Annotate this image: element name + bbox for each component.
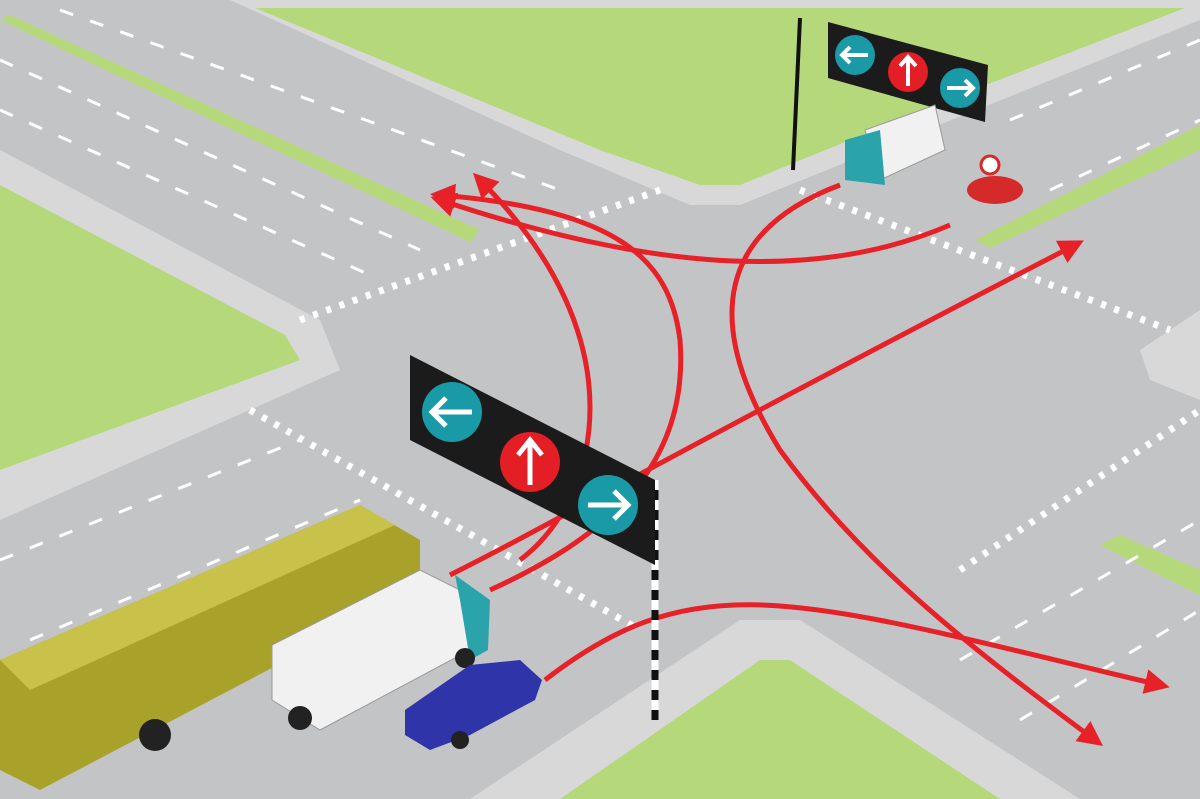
route-arrow [729, 182, 1104, 746]
far-signal-gantry [791, 17, 988, 171]
near-signal-gantry [410, 355, 659, 720]
sidewalk-right [1140, 310, 1200, 400]
grass-left [0, 185, 300, 470]
median-bottom-right [1100, 535, 1200, 595]
median-right [975, 125, 1200, 248]
motorcycle [967, 154, 1023, 204]
crosswalks [248, 186, 1200, 634]
route-arrow [472, 172, 593, 562]
route-arrow [430, 192, 951, 264]
truck [271, 569, 490, 731]
grass-top [255, 8, 1185, 185]
car [405, 660, 542, 750]
bus [0, 505, 420, 790]
route-arrow [430, 183, 684, 593]
route-arrow [543, 602, 1170, 694]
median-top-left [0, 15, 480, 242]
lane-markings [0, 8, 1200, 722]
far-truck [845, 104, 946, 185]
grass-bottom [560, 660, 1000, 799]
